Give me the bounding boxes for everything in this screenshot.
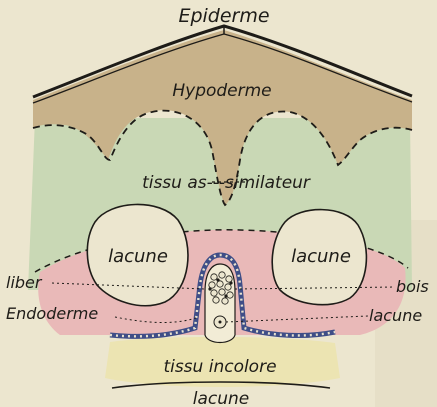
label-endoderme: Endoderme [6,304,98,323]
label-tissu-assimilateur: tissu as-‑-similateur [142,173,311,193]
label-epiderme: Epiderme [178,5,269,27]
label-bois: bois [396,277,429,296]
bundle-lacune-dot [219,321,222,324]
label-lacune-small-right: lacune [369,306,422,325]
label-lacune-bottom: lacune [193,389,250,407]
label-tissu-incolore: tissu incolore [163,357,276,377]
label-lacune-right: lacune [291,246,351,267]
label-hypoderme: Hypoderme [172,81,271,101]
label-lacune-left: lacune [108,246,168,267]
label-liber: liber [6,273,43,292]
